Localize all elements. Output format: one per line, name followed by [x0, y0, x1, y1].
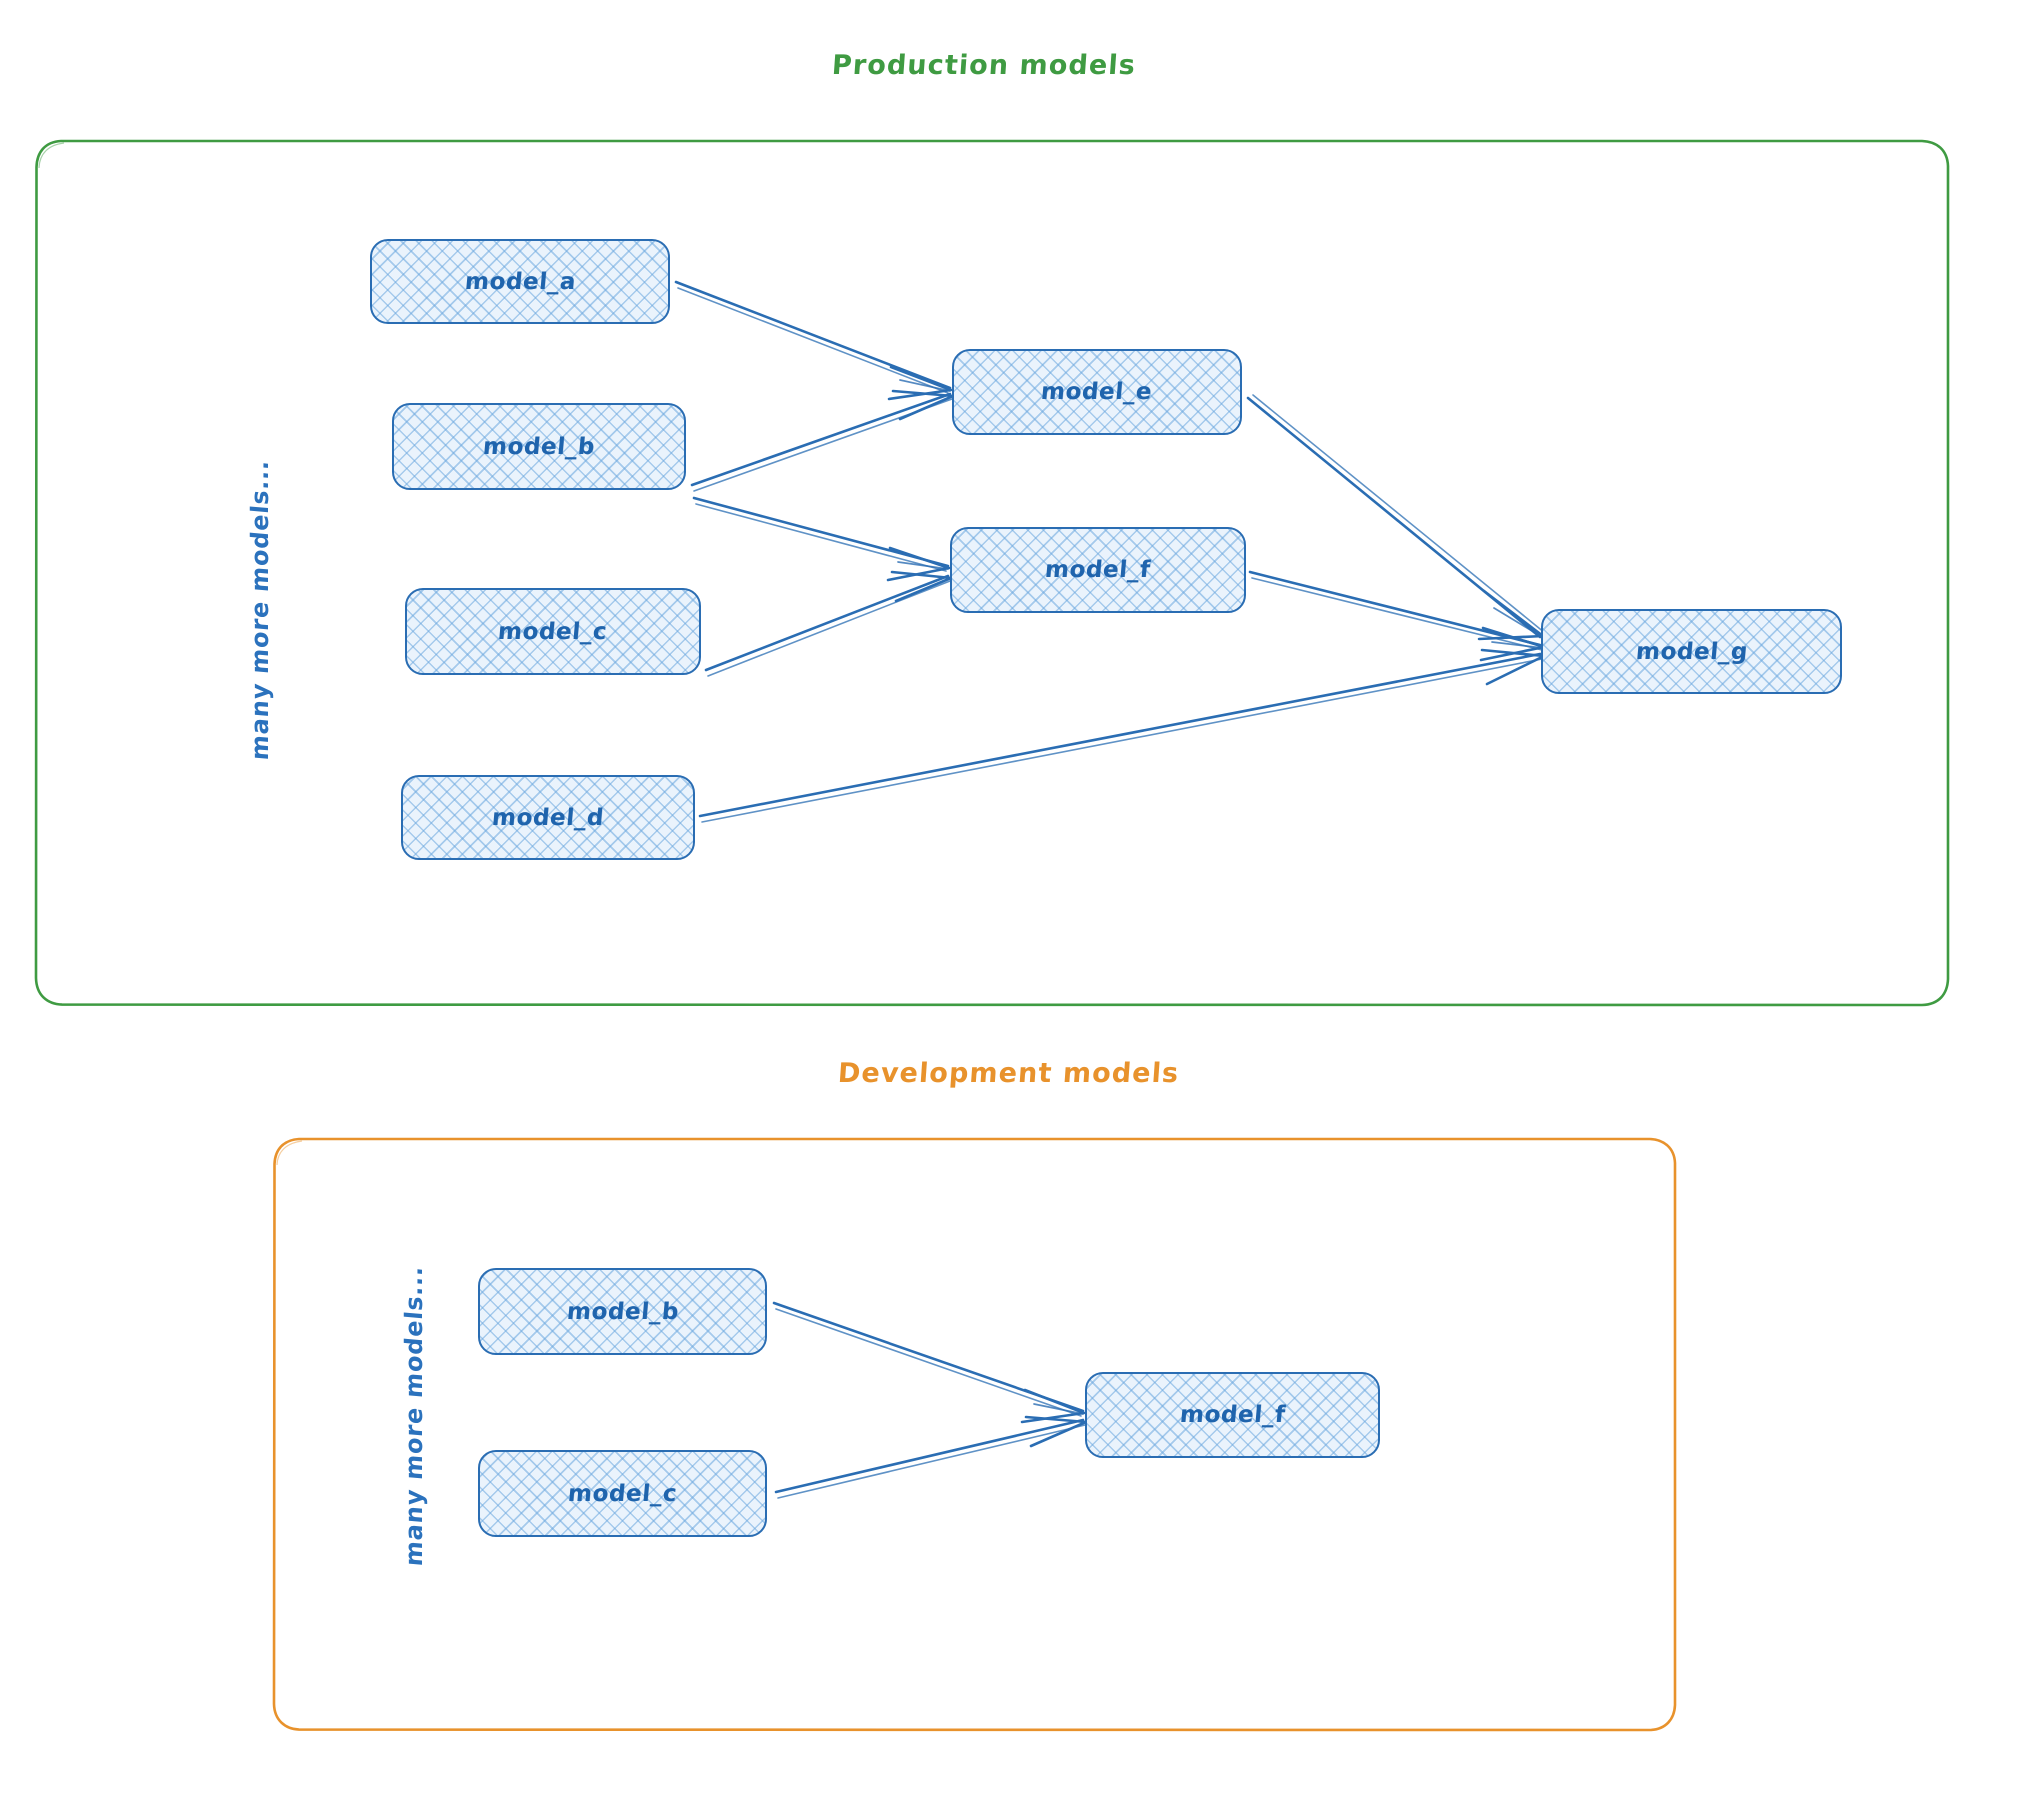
node-prod-model-d[interactable]: model_d [401, 775, 695, 860]
node-label: model_f [1178, 1402, 1287, 1428]
production-many-more-models-label: many more models... [246, 458, 274, 762]
development-group-title: Development models [836, 1058, 1181, 1089]
edge-model-b-to-model-e [690, 389, 955, 492]
node-prod-model-b[interactable]: model_b [392, 403, 686, 490]
node-label: model_b [481, 433, 597, 460]
node-label: model_a [463, 268, 577, 295]
edge-model-a-to-model-e [674, 280, 953, 401]
node-prod-model-a[interactable]: model_a [370, 239, 670, 324]
node-prod-model-c[interactable]: model_c [405, 588, 701, 675]
node-label: model_d [490, 804, 606, 831]
production-many-more-models-text: many more models... [246, 458, 274, 762]
node-label: model_b [565, 1298, 680, 1325]
production-group-title: Production models [830, 50, 1137, 81]
node-prod-model-g[interactable]: model_g [1541, 609, 1842, 694]
development-group-border [272, 1137, 1677, 1732]
development-many-more-models-label: many more models... [400, 1264, 428, 1568]
edge-dev-model-c-to-model-f [774, 1415, 1088, 1499]
edge-model-f-to-model-g [1248, 570, 1546, 662]
edge-dev-model-b-to-model-f [772, 1301, 1086, 1424]
edge-model-c-to-model-f [704, 570, 953, 677]
node-dev-model-c[interactable]: model_c [478, 1450, 767, 1537]
node-label: model_g [1634, 638, 1749, 665]
edge-model-d-to-model-g [698, 648, 1546, 823]
node-label: model_c [566, 1480, 679, 1507]
node-label: model_e [1040, 379, 1154, 405]
node-dev-model-f[interactable]: model_f [1085, 1372, 1380, 1458]
node-dev-model-b[interactable]: model_b [478, 1268, 767, 1355]
edge-model-e-to-model-g [1246, 394, 1546, 641]
development-many-more-models-text: many more models... [400, 1264, 428, 1568]
edge-model-b-to-model-f [692, 496, 951, 582]
node-label: model_f [1044, 557, 1152, 583]
node-prod-model-f[interactable]: model_f [950, 527, 1246, 613]
node-prod-model-e[interactable]: model_e [952, 349, 1242, 435]
node-label: model_c [497, 618, 609, 645]
